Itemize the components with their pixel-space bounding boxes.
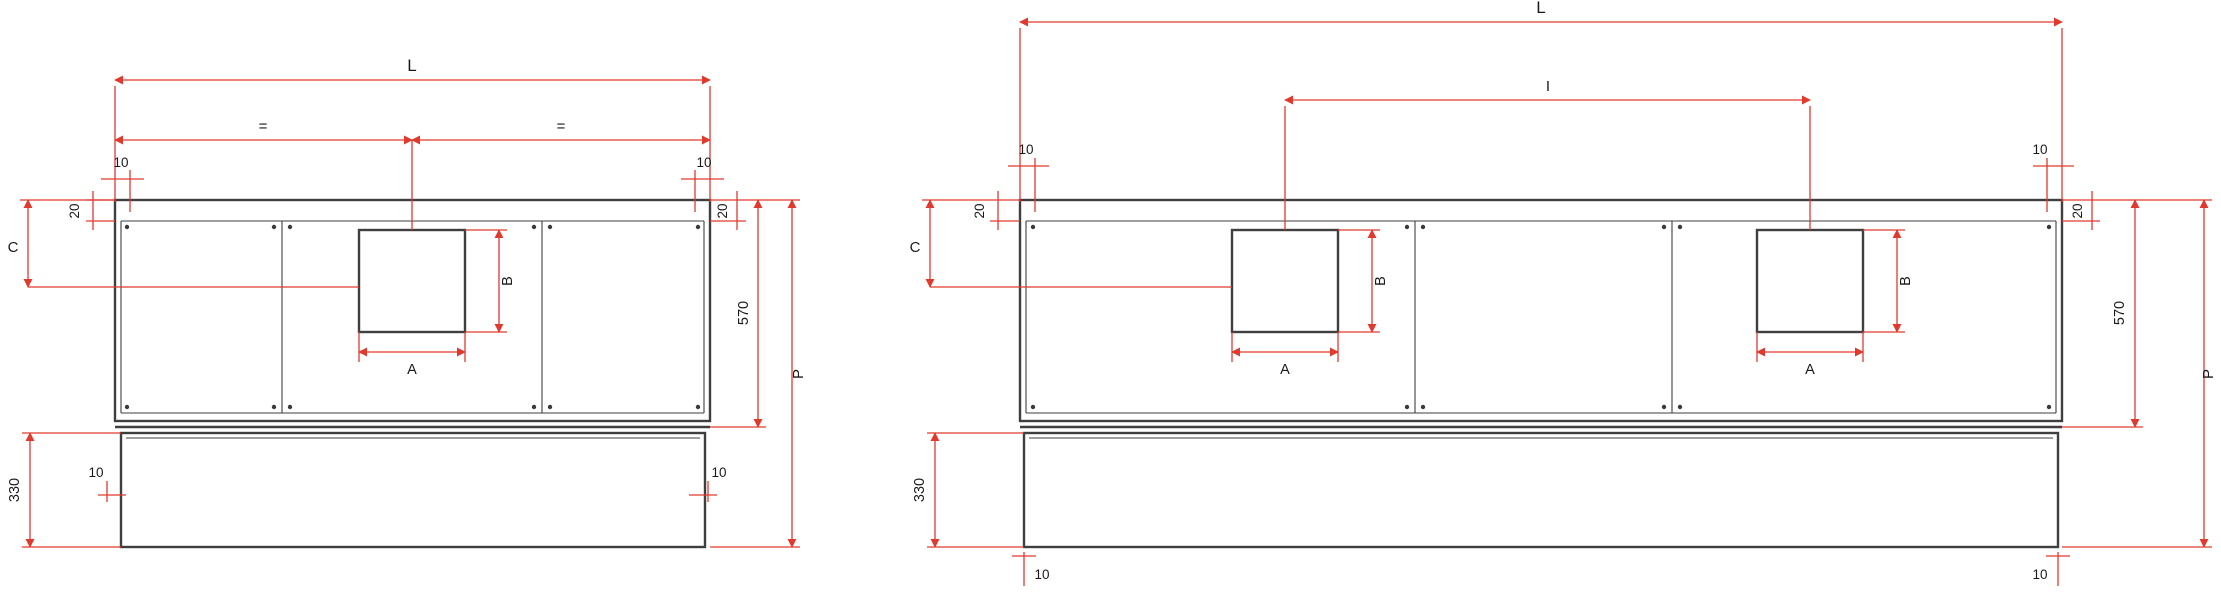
dim-opening-height [465, 229, 507, 333]
dim-bottom-offset-left [1012, 552, 1036, 586]
dim-top-offset-left [1008, 158, 1049, 212]
dimension-labels: L = = 10 10 20 20 C B A 570 P 330 10 10 [7, 56, 807, 502]
label-bottom-offset-right: 10 [2032, 567, 2047, 582]
label-flange-right: 20 [715, 203, 730, 218]
label-top-offset-left: 10 [1018, 142, 1033, 157]
label-lower-height: 330 [912, 478, 928, 502]
fastener-dots [1030, 224, 2052, 410]
label-flange-left: 20 [67, 203, 82, 218]
label-bottom-offset-left: 10 [88, 465, 103, 480]
dimension-labels: L I 10 10 20 20 C B A B A 570 P 330 10 1… [910, 0, 2217, 582]
label-top-offset-left: 10 [113, 155, 128, 170]
label-total-height: P [790, 369, 807, 379]
label-opening2-width: A [1805, 362, 1815, 378]
dim-overall-width [1019, 17, 2063, 202]
dim-top-offset-right [2033, 158, 2074, 212]
unit-outline [1018, 198, 2064, 549]
label-flange-right: 20 [2070, 203, 2085, 218]
label-top-offset-right: 10 [696, 155, 711, 170]
twin-opening-view: L I 10 10 20 20 C B A B A 570 P 330 10 1… [910, 0, 2217, 586]
dim-flange-left [990, 191, 1020, 230]
label-opening1-height: B [1373, 276, 1389, 286]
label-equal-right: = [557, 118, 566, 135]
label-opening1-width: A [1280, 362, 1290, 378]
dim-bottom-offset-right [689, 481, 717, 502]
dim-lower-height [22, 432, 121, 548]
unit-outline [113, 198, 712, 549]
dim-opening-center [20, 199, 359, 288]
label-opening-width: A [407, 362, 417, 378]
dim-lower-height [927, 432, 1024, 548]
panel-front [1018, 198, 2064, 423]
label-lower-height: 330 [7, 478, 23, 502]
label-openings-spacing: I [1546, 78, 1550, 95]
dim-total-height [2062, 199, 2212, 548]
dim-opening2-height [1863, 229, 1905, 333]
label-opening-center: C [910, 239, 921, 256]
dim-openings-spacing [1284, 95, 1811, 230]
dim-top-offset-right [681, 170, 724, 212]
label-overall-width: L [407, 56, 416, 75]
label-total-height: P [2200, 369, 2217, 379]
dim-front-height [710, 199, 800, 428]
single-opening-view: L = = 10 10 20 20 C B A 570 P 330 10 10 [7, 56, 807, 549]
dim-front-height [2062, 199, 2143, 428]
lower-panel [119, 431, 707, 549]
dim-flange-left [86, 191, 115, 230]
dim-opening-width [358, 332, 466, 362]
lower-panel [1022, 431, 2060, 549]
dim-opening1-width [1231, 332, 1339, 362]
label-bottom-offset-left: 10 [1034, 567, 1049, 582]
dim-bottom-offset-right [2046, 552, 2070, 586]
dim-opening2-width [1756, 332, 1864, 362]
label-opening-height: B [500, 276, 516, 286]
opening-cutout-1 [1230, 228, 1340, 334]
opening-cutout [357, 228, 467, 334]
dim-flange-right [710, 191, 746, 230]
fastener-dots [124, 224, 701, 410]
dim-equal-centering [114, 135, 711, 230]
label-front-height: 570 [736, 301, 752, 325]
dim-total-height [710, 199, 800, 548]
label-equal-left: = [259, 118, 268, 135]
label-flange-left: 20 [972, 203, 987, 218]
label-opening-center: C [8, 239, 19, 256]
dim-top-offset-left [101, 170, 144, 212]
label-bottom-offset-right: 10 [711, 465, 726, 480]
label-overall-width: L [1536, 0, 1545, 17]
label-front-height: 570 [2112, 301, 2128, 325]
dim-opening1-height [1338, 229, 1380, 333]
opening-cutout-2 [1755, 228, 1865, 334]
dim-bottom-offset-left [98, 481, 126, 502]
label-opening2-height: B [1898, 276, 1914, 286]
label-top-offset-right: 10 [2032, 142, 2047, 157]
dim-opening-center [922, 199, 1232, 288]
